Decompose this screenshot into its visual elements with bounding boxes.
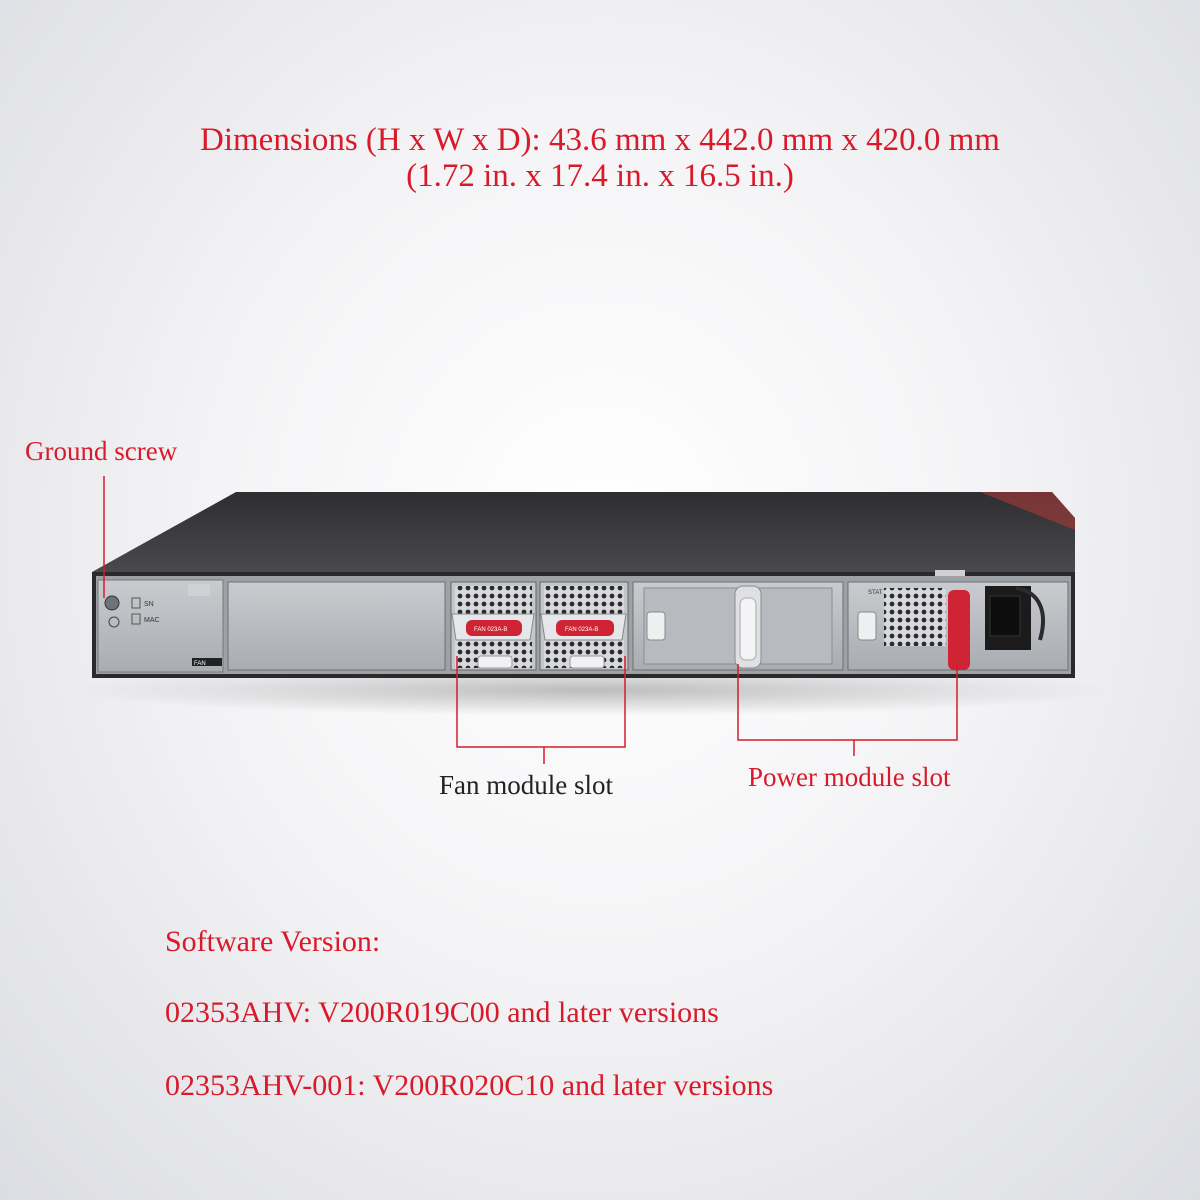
power-slot-callout: Power module slot xyxy=(748,762,951,792)
sn-box xyxy=(131,597,141,609)
software-version-2: 02353AHV-001: V200R020C10 and later vers… xyxy=(165,1069,774,1102)
dimensions-heading: Dimensions (H x W x D): 43.6 mm x 442.0 … xyxy=(0,122,1200,194)
fan-slot-bracket xyxy=(456,656,626,748)
dimensions-mm: Dimensions (H x W x D): 43.6 mm x 442.0 … xyxy=(200,122,1000,158)
chassis-red-edge xyxy=(980,492,1075,530)
ground-symbol-icon xyxy=(108,616,120,628)
power-slot-blank[interactable] xyxy=(632,581,844,671)
fan-module-1[interactable] xyxy=(450,581,537,671)
sn-label: SN xyxy=(144,601,154,608)
blurred-label xyxy=(188,584,210,596)
dimensions-inches: (1.72 in. x 17.4 in. x 16.5 in.) xyxy=(406,158,794,194)
ground-screw-icon xyxy=(104,595,120,611)
chassis-top xyxy=(92,492,1075,572)
fan-module-2-label: FAN 023A-B xyxy=(565,627,598,633)
stat-label: STAT xyxy=(868,590,883,596)
fan-module-2[interactable] xyxy=(539,581,629,671)
power-module[interactable] xyxy=(847,570,1069,671)
software-version-1: 02353AHV: V200R019C00 and later versions xyxy=(165,996,719,1029)
fan-tag xyxy=(192,658,222,666)
fan-module-1-label: FAN 023A-B xyxy=(474,627,507,633)
mac-box xyxy=(131,613,141,625)
power-slot-bracket xyxy=(737,664,958,741)
fan-tag-label: FAN xyxy=(194,661,206,667)
blank-slot-cover xyxy=(227,581,446,671)
mac-label: MAC xyxy=(144,617,160,624)
fan-slot-callout: Fan module slot xyxy=(439,770,613,800)
ground-screw-callout: Ground screw xyxy=(25,436,178,466)
software-heading: Software Version: xyxy=(165,925,381,958)
